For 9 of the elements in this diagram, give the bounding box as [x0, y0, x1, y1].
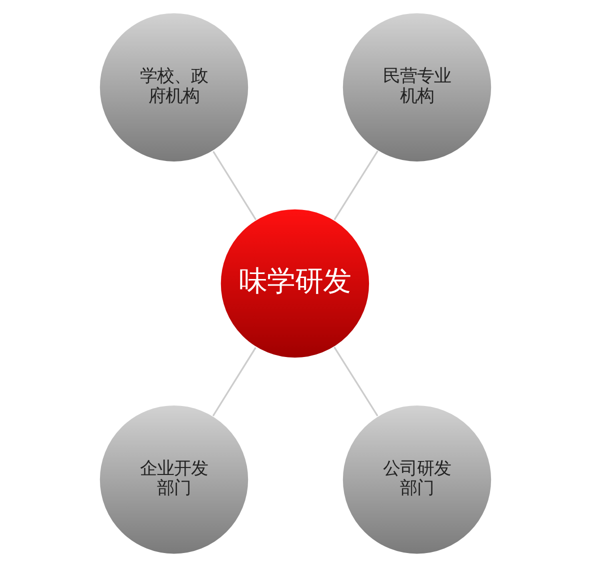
node-circle: 企业开发部门 [98, 404, 250, 555]
node-circle: 味学研发 [220, 208, 370, 359]
node-circle: 民营专业机构 [342, 12, 492, 163]
connector [212, 150, 257, 220]
connector [212, 347, 256, 416]
connector [334, 346, 378, 416]
node-circle: 学校、政府机构 [98, 12, 250, 163]
connector [334, 150, 378, 220]
node-circle: 公司研发部门 [342, 404, 492, 555]
